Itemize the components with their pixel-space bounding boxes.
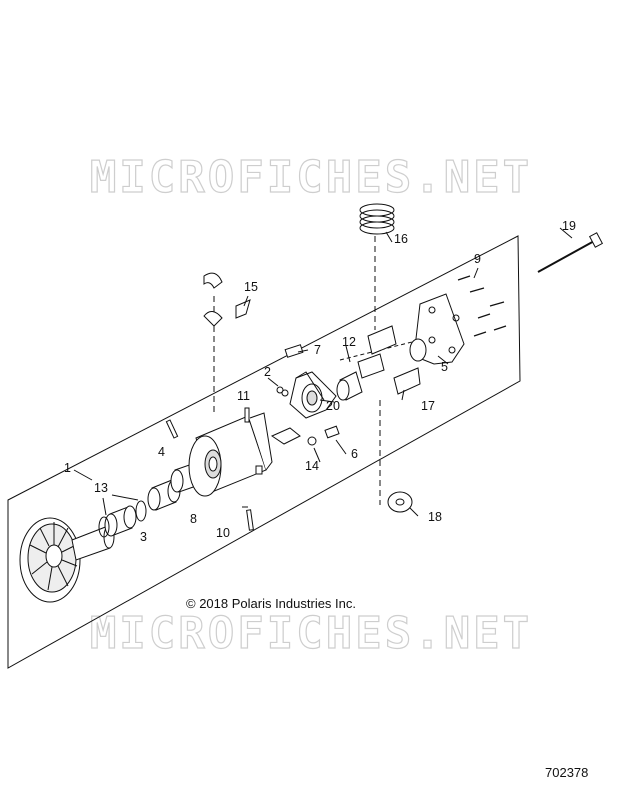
clip-15c: [203, 311, 223, 327]
document-number: 702378: [545, 765, 589, 780]
roller-14: [307, 436, 317, 446]
moveable-sheave: [188, 412, 273, 497]
roller-6: [324, 425, 340, 439]
shoe-17c: [393, 367, 421, 395]
ring-13a: [98, 516, 110, 538]
washer-18: [387, 491, 413, 513]
weight-2b: [281, 389, 289, 397]
callout-8: 8: [190, 512, 197, 526]
callout-14: 14: [305, 459, 319, 473]
clip-7: [284, 344, 304, 358]
callout-11: 11: [237, 389, 250, 403]
roller-12: [336, 371, 363, 401]
callout-19: 19: [562, 219, 576, 233]
callout-13: 13: [94, 481, 108, 495]
callout-2: 2: [264, 365, 271, 379]
watermark-bottom: MICROFICHES.NET: [89, 607, 533, 659]
callout-15: 15: [244, 280, 258, 294]
drive-face-sheave: [19, 517, 115, 603]
bolt-19: [537, 232, 604, 273]
shoe-17a: [367, 325, 397, 355]
callout-9: 9: [474, 252, 481, 266]
callout-16: 16: [394, 232, 408, 246]
callout-12: 12: [342, 335, 356, 349]
lever-arm: [270, 427, 301, 445]
weight-2a: [276, 386, 284, 394]
clip-15b: [235, 299, 251, 319]
ring-13b: [135, 500, 147, 522]
pin-10: [246, 509, 254, 531]
callout-10: 10: [216, 526, 230, 540]
callout-4: 4: [158, 445, 165, 459]
shoe-17b: [357, 353, 385, 379]
pin-11: [244, 407, 250, 423]
callout-18: 18: [428, 510, 442, 524]
callout-5: 5: [441, 360, 448, 374]
watermark-top: MICROFICHES.NET: [89, 151, 533, 203]
callout-7: 7: [314, 343, 321, 357]
callout-17: 17: [421, 399, 435, 413]
dowel-pin: [165, 419, 179, 439]
callout-6: 6: [351, 447, 358, 461]
bushing-3: [104, 505, 137, 537]
callout-3: 3: [140, 530, 147, 544]
clip-15a: [203, 272, 223, 289]
cover-plate-5: [409, 293, 465, 365]
assembly-boundary: [7, 235, 521, 669]
callout-1: 1: [64, 461, 71, 475]
copyright-notice: © 2018 Polaris Industries Inc.: [186, 596, 356, 611]
bolts-9: [457, 275, 507, 337]
callout-20: 20: [326, 399, 340, 413]
spider-20: [289, 371, 337, 419]
spring-16: [359, 203, 395, 235]
